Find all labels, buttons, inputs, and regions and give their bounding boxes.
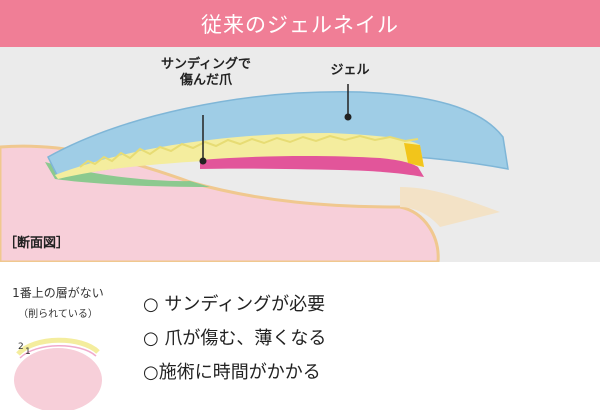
layer-number-2: 2 <box>18 342 24 352</box>
layer-missing-title: 1番上の層がない <box>12 286 104 300</box>
cross-section-label: ［断面図］ <box>4 236 70 251</box>
mini-nail-svg <box>14 337 102 412</box>
mini-nail-illustration: 2 1 <box>0 330 116 412</box>
mini-nail-layer-1 <box>19 345 97 359</box>
nail-bed <box>200 155 424 177</box>
damaged-nail-label: サンディングで 傷んだ爪 <box>146 57 266 89</box>
layer-missing-subtitle: （削られている） <box>18 309 98 320</box>
drawback-item-time: ○施術に時間がかかる <box>143 362 321 383</box>
drawback-item-damage: ○ 爪が傷む、薄くなる <box>143 328 327 349</box>
damaged-nail-label-line1: サンディングで <box>160 57 252 72</box>
drawback-item-sanding: ○ サンディングが必要 <box>143 294 326 315</box>
mini-nail-layer-2 <box>16 337 100 356</box>
fingertip <box>400 187 500 227</box>
drawback-list: ○ サンディングが必要 ○ 爪が傷む、薄くなる ○施術に時間がかかる <box>143 288 326 390</box>
green-layer <box>45 162 210 187</box>
gel-marker <box>344 113 352 121</box>
page-title: 従来のジェルネイル <box>0 0 600 47</box>
damaged-nail-marker <box>199 157 207 165</box>
nail-layer <box>55 133 424 179</box>
gel-label: ジェル <box>330 63 370 78</box>
layer-number-1: 1 <box>25 347 31 357</box>
sanded-surface <box>79 134 419 168</box>
cross-section-diagram: サンディングで 傷んだ爪 ジェル ［断面図］ <box>0 47 600 264</box>
damaged-nail-label-line2: 傷んだ爪 <box>179 73 232 88</box>
nail-tip <box>404 143 424 167</box>
nail-cross-section-illustration <box>0 47 600 264</box>
mini-finger <box>14 348 102 412</box>
